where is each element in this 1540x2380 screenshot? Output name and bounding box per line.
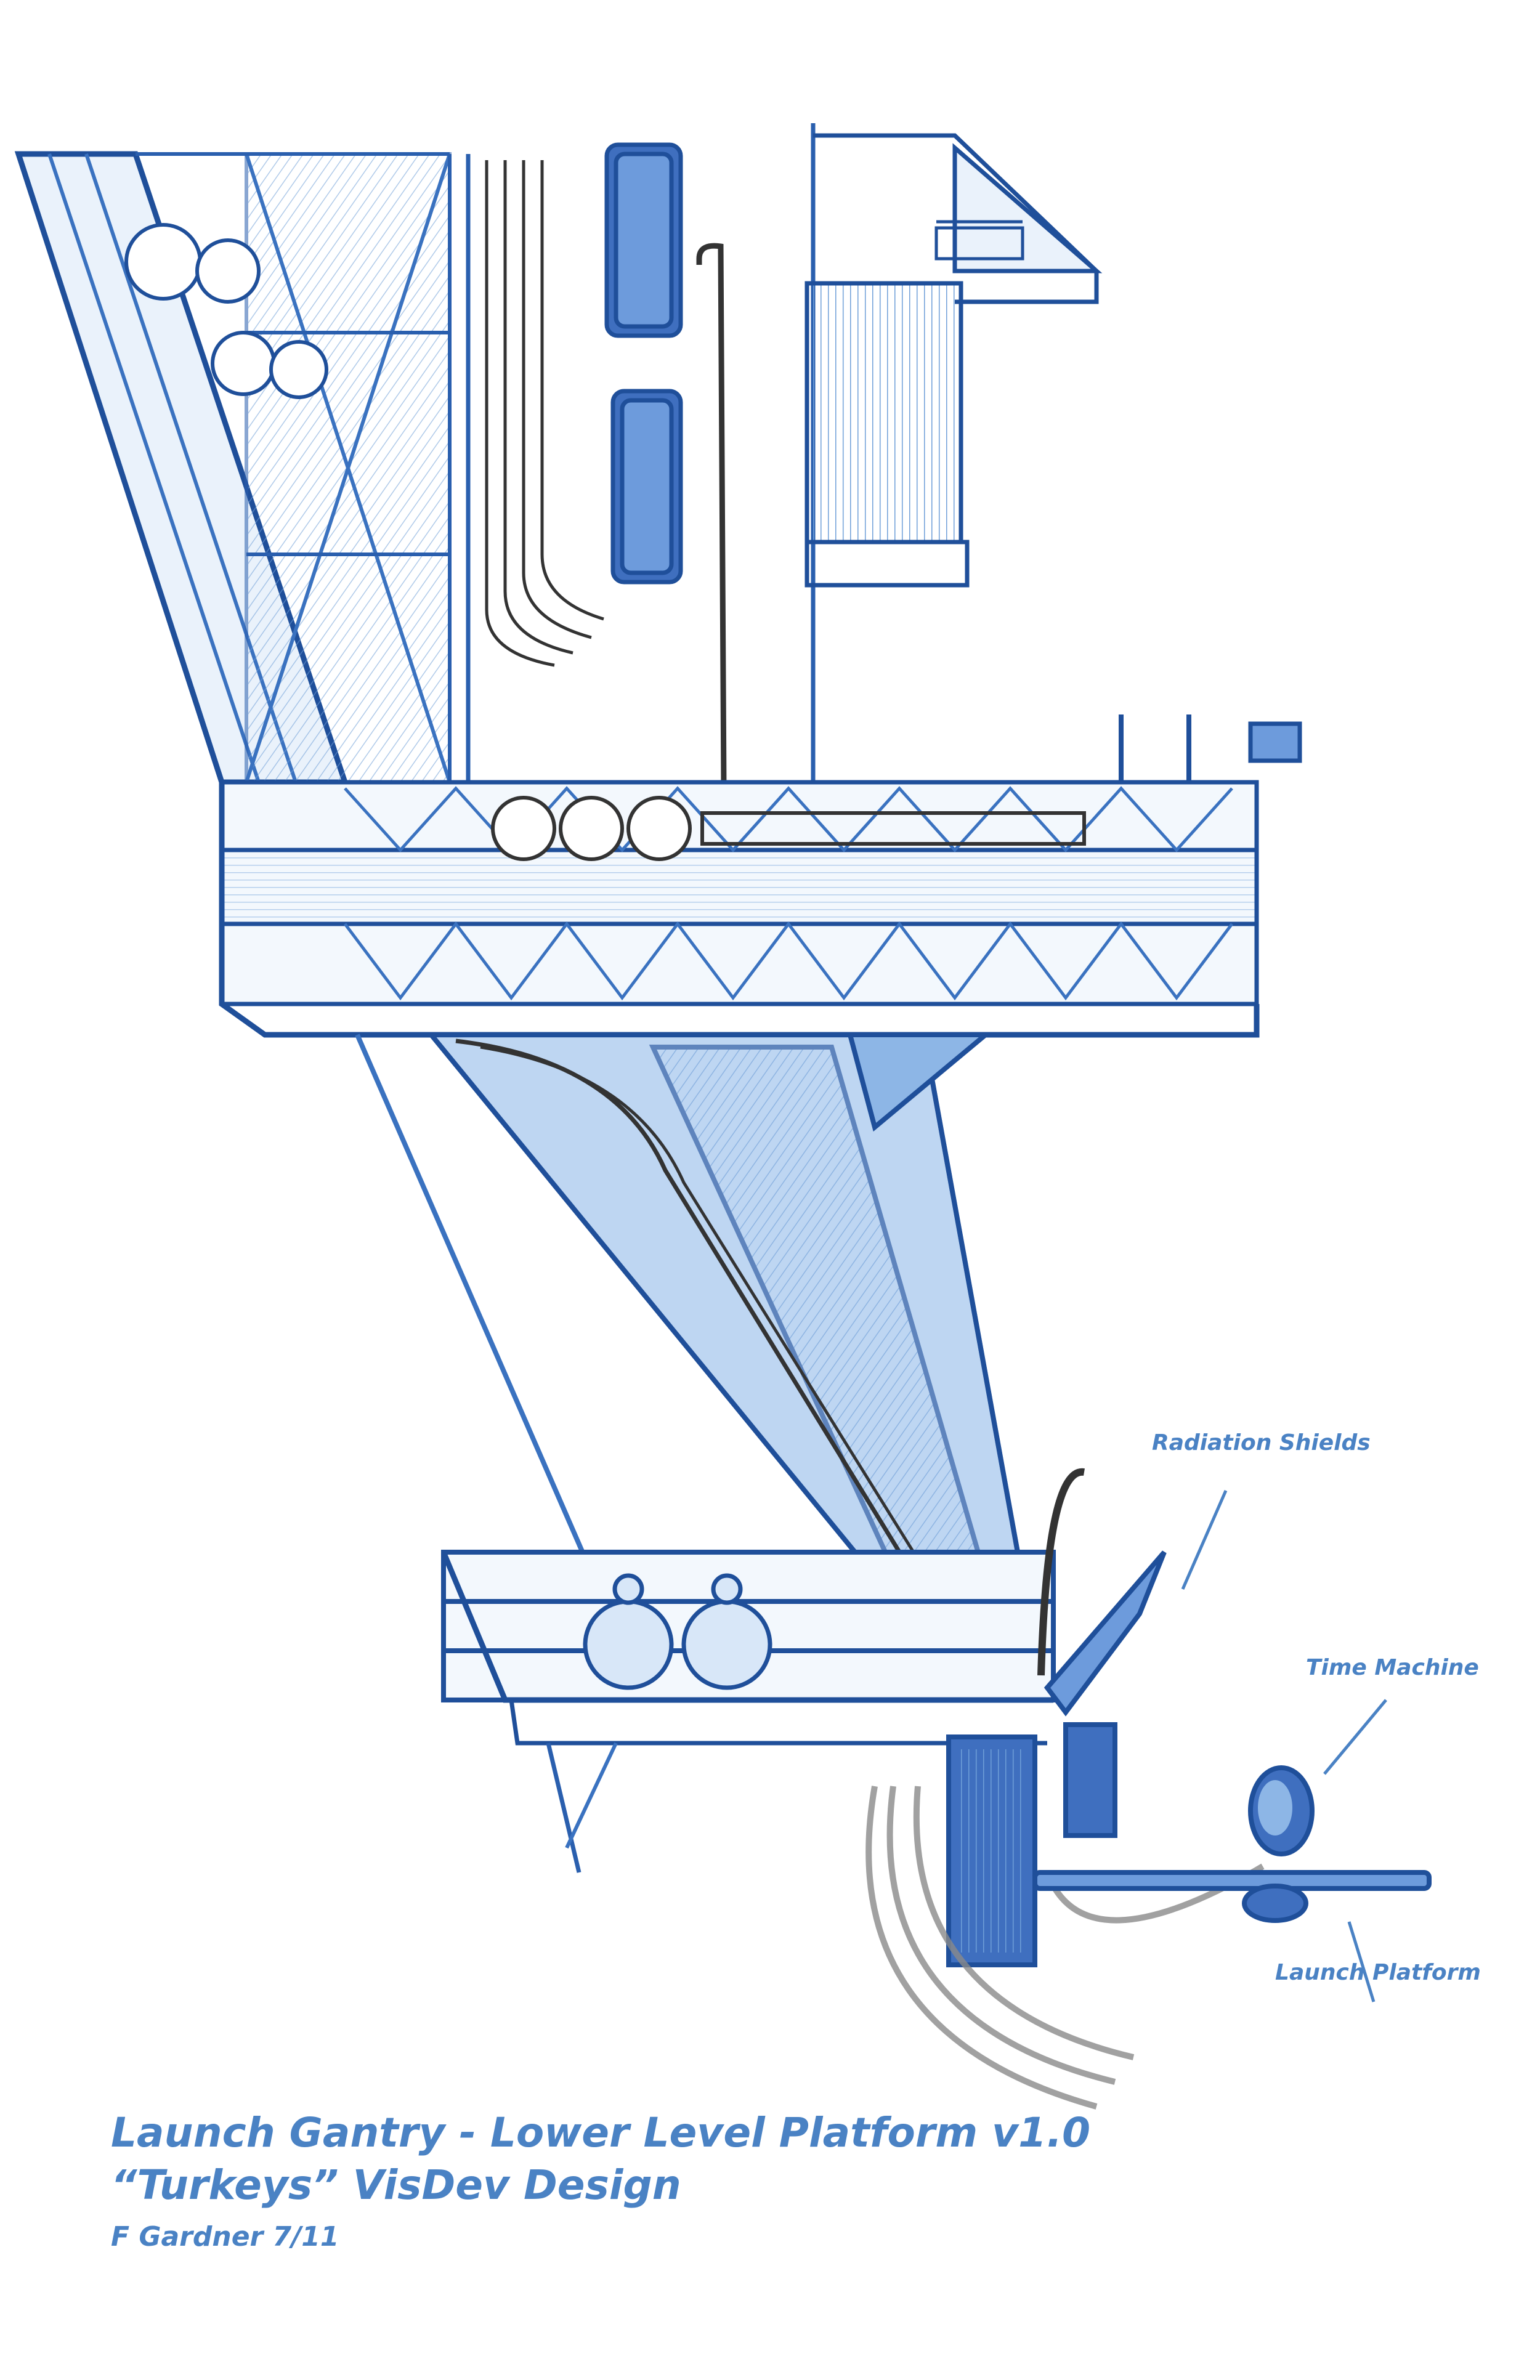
drawing-title: Launch Gantry - Lower Level Platform v1.… (111, 2109, 1091, 2156)
lower-tanks (583, 1573, 772, 1690)
upper-right-block (804, 133, 1103, 588)
launch-platform-label: Launch Platform (1275, 1960, 1481, 1985)
artist-credit: F Gardner 7/11 (111, 2221, 339, 2252)
left-tower (14, 151, 452, 785)
time-machine-label: Time Machine (1306, 1655, 1479, 1680)
radiation-shields-label: Radiation Shields (1152, 1430, 1371, 1455)
launch-platform-arm (1032, 1870, 1432, 1923)
platform-tanks (491, 796, 1086, 861)
fuel-tanks (604, 142, 683, 585)
callout-leaders (1181, 1489, 1387, 2002)
vent-fans (124, 223, 328, 399)
cables (865, 1786, 1265, 2110)
radiation-shields (1044, 1550, 1167, 1838)
drawing-subtitle: “Turkeys” VisDev Design (111, 2161, 681, 2209)
central-column (466, 123, 816, 789)
time-machine (1248, 1765, 1315, 1856)
elevator-tower (946, 1468, 1085, 1967)
